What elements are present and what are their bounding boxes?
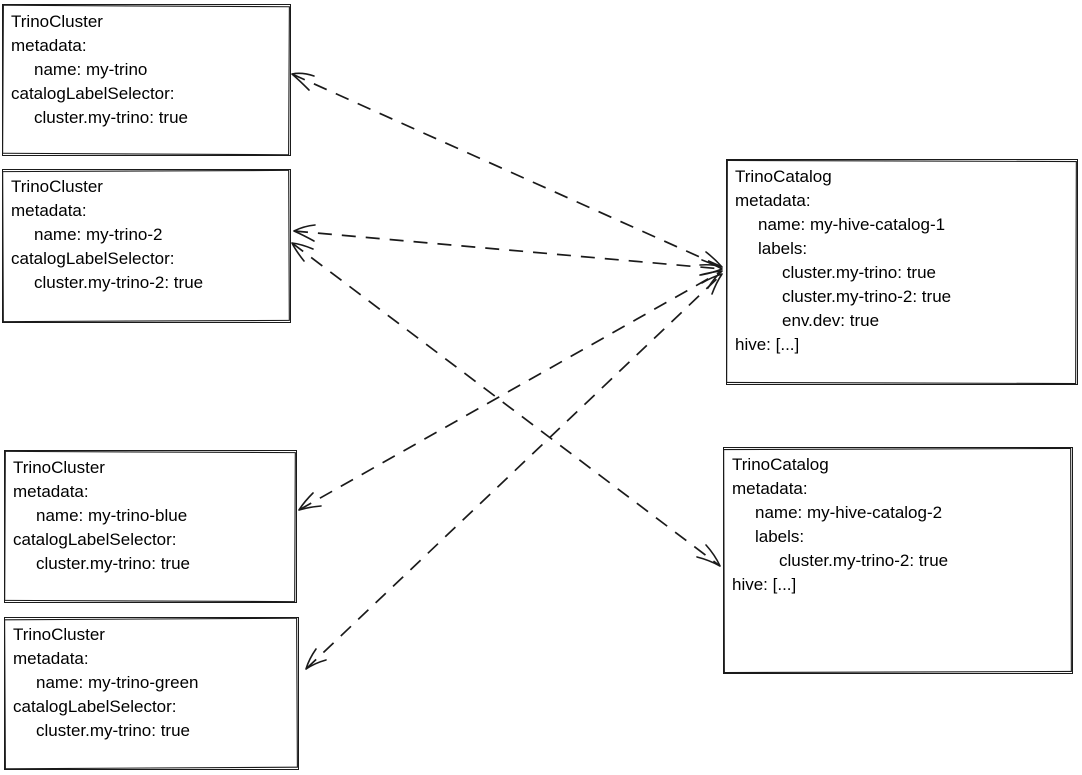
- node-line: metadata:: [11, 36, 87, 55]
- arrowhead-at-catalog-1: [700, 259, 723, 276]
- node-line: name: my-hive-catalog-1: [758, 215, 946, 234]
- node-line: metadata:: [13, 649, 89, 668]
- node-kind: TrinoCluster: [11, 12, 103, 31]
- node-line: metadata:: [735, 191, 811, 210]
- node-kind: TrinoCatalog: [735, 167, 832, 186]
- node-line: cluster.my-trino: true: [36, 721, 190, 740]
- node-line: hive: [...]: [735, 335, 800, 354]
- arrowhead-at-my-trino-blue: [298, 492, 322, 511]
- node-line: name: my-trino-2: [34, 225, 163, 244]
- arrowhead-at-catalog-2: [696, 544, 721, 567]
- node-kind: TrinoCluster: [13, 458, 105, 477]
- node-line: metadata:: [11, 201, 87, 220]
- node-line: name: my-trino-green: [36, 673, 199, 692]
- node-line: labels:: [758, 239, 808, 258]
- node-trinocluster-my-trino-2: TrinoCluster metadata: name: my-trino-2 …: [2, 169, 291, 323]
- edge-my-trino-2-to-my-hive-catalog-1: [293, 230, 723, 270]
- node-trinocatalog-my-hive-catalog-1: TrinoCatalog metadata: name: my-hive-cat…: [726, 159, 1078, 385]
- node-line: cluster.my-trino: true: [36, 554, 190, 573]
- arrowhead-at-my-trino: [291, 72, 315, 91]
- node-line: metadata:: [732, 479, 808, 498]
- node-kind: TrinoCatalog: [732, 455, 829, 474]
- node-trinocluster-my-trino-blue: TrinoCluster metadata: name: my-trino-bl…: [4, 450, 297, 603]
- node-line: name: my-trino: [34, 60, 148, 79]
- node-line: metadata:: [13, 482, 89, 501]
- node-line: cluster.my-trino: true: [782, 263, 936, 282]
- node-line: labels:: [755, 527, 805, 546]
- node-trinocluster-my-trino-green: TrinoCluster metadata: name: my-trino-gr…: [4, 617, 299, 770]
- node-line: env.dev: true: [782, 311, 880, 330]
- arrowhead-at-my-trino-2: [293, 224, 316, 242]
- node-line: cluster.my-trino: true: [34, 108, 188, 127]
- node-line: catalogLabelSelector:: [13, 530, 177, 549]
- arrowhead-at-catalog-1: [699, 270, 723, 289]
- node-kind: TrinoCluster: [11, 177, 103, 196]
- node-line: cluster.my-trino-2: true: [779, 551, 949, 570]
- arrowhead-at-catalog-1: [699, 251, 723, 268]
- arrowhead-at-my-trino-green: [305, 648, 327, 670]
- node-line: catalogLabelSelector:: [11, 84, 175, 103]
- node-line: hive: [...]: [732, 575, 797, 594]
- node-line: cluster.my-trino-2: true: [34, 273, 204, 292]
- node-line: catalogLabelSelector:: [11, 249, 175, 268]
- edge-my-trino-to-my-hive-catalog-1: [291, 73, 723, 268]
- node-kind: TrinoCluster: [13, 625, 105, 644]
- node-trinocluster-my-trino: TrinoCluster metadata: name: my-trino ca…: [2, 4, 291, 156]
- node-line: cluster.my-trino-2: true: [782, 287, 952, 306]
- edge-my-trino-blue-to-my-hive-catalog-1: [298, 270, 723, 511]
- node-line: catalogLabelSelector:: [13, 697, 177, 716]
- arrowhead-at-my-trino-2: [291, 242, 314, 262]
- arrowhead-at-catalog-1: [701, 273, 723, 295]
- node-trinocatalog-my-hive-catalog-2: TrinoCatalog metadata: name: my-hive-cat…: [723, 447, 1073, 674]
- edge-my-trino-green-to-my-hive-catalog-1: [305, 273, 723, 670]
- node-line: name: my-trino-blue: [36, 506, 188, 525]
- edge-my-trino-2-to-my-hive-catalog-2: [291, 242, 721, 567]
- node-line: name: my-hive-catalog-2: [755, 503, 943, 522]
